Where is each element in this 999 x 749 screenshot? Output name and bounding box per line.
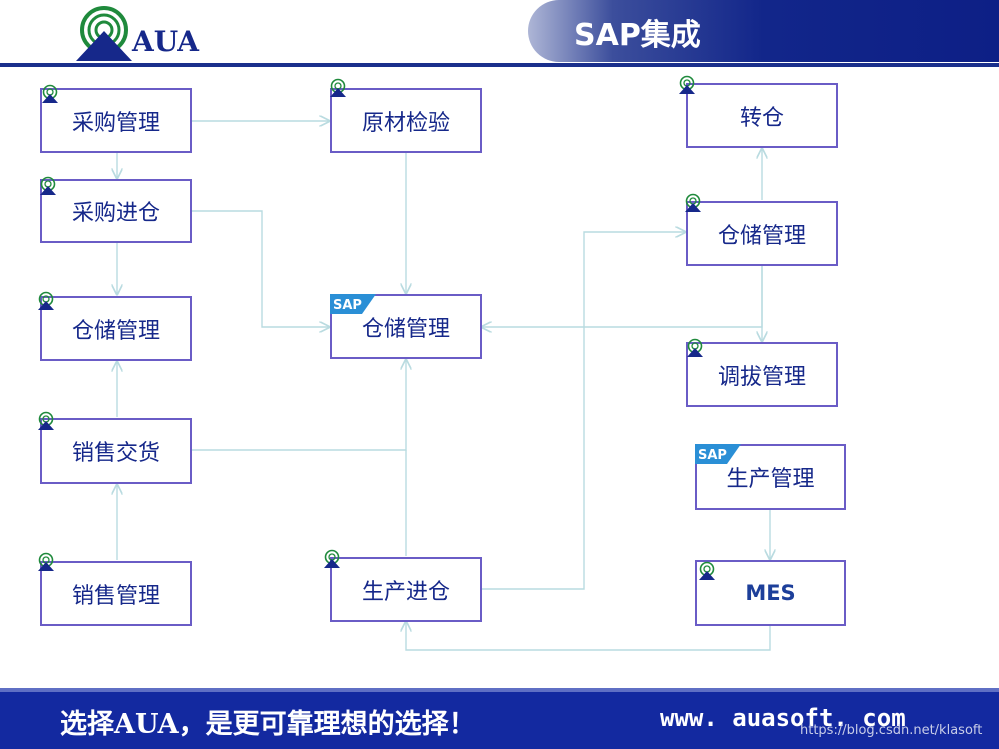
- edge-inbound-to-sap-warehouse: [192, 210, 329, 327]
- node-warehouse-mgmt-right: 仓储管理: [686, 201, 838, 266]
- edge-mes-to-production-inbound: [406, 622, 771, 651]
- aua-badge-icon: [324, 549, 340, 568]
- node-purchase-mgmt: 采购管理: [40, 88, 192, 153]
- aua-logo-icon: [76, 6, 132, 61]
- node-label: 销售交货: [71, 441, 160, 466]
- node-allocation-mgmt: 调拔管理: [686, 342, 838, 407]
- sap-logo-icon: SAP: [695, 444, 741, 464]
- edge-production-inbound-to-right-warehouse: [482, 232, 685, 590]
- aua-badge-icon: [699, 561, 715, 580]
- sap-badge-text: SAP: [698, 448, 727, 463]
- node-warehouse-mgmt-left: 仓储管理: [40, 296, 192, 361]
- aua-badge-icon: [38, 411, 54, 430]
- logo-text: AUA: [132, 25, 200, 58]
- sap-badge-text: SAP: [333, 298, 362, 313]
- node-label: 仓储管理: [717, 223, 806, 249]
- node-mes: MES: [695, 560, 846, 626]
- header-divider: [0, 63, 999, 67]
- watermark: https://blog.csdn.net/klasoft: [800, 723, 983, 738]
- sap-logo-icon: SAP: [330, 294, 376, 314]
- node-label: 仓储管理: [71, 318, 160, 344]
- node-raw-inspection: 原材检验: [330, 88, 482, 153]
- aua-badge-icon: [38, 552, 54, 571]
- node-production-inbound: 生产进仓: [330, 557, 482, 622]
- edge-delivery-to-sap-warehouse: [192, 360, 406, 451]
- node-label: 采购进仓: [71, 201, 160, 226]
- node-label: 采购管理: [71, 110, 160, 136]
- node-label: 转仓: [739, 105, 784, 131]
- edge-right-warehouse-to-sap-warehouse: [482, 265, 763, 327]
- node-label: 生产管理: [726, 467, 815, 492]
- aua-badge-icon: [679, 75, 695, 94]
- header: AUA SAP集成: [0, 0, 999, 67]
- footer-url[interactable]: www. auasoft. com: [660, 704, 906, 732]
- aua-logo: AUA: [70, 3, 200, 63]
- aua-badge-icon: [38, 291, 54, 310]
- footer-divider: [0, 688, 999, 692]
- aua-badge-icon: [40, 176, 56, 195]
- page-title: SAP集成: [574, 18, 701, 53]
- aua-badge-icon: [330, 78, 346, 97]
- node-label: 仓储管理: [361, 316, 450, 342]
- aua-badge-icon: [42, 84, 58, 103]
- node-label: 调拔管理: [717, 364, 806, 390]
- node-label: 原材检验: [361, 110, 450, 136]
- node-purchase-inbound: 采购进仓: [40, 179, 192, 243]
- aua-badge-icon: [685, 193, 701, 212]
- aua-badge-icon: [687, 338, 703, 357]
- node-label: 销售管理: [71, 583, 160, 609]
- node-label: 生产进仓: [361, 579, 450, 605]
- footer: [0, 688, 999, 749]
- node-transfer-warehouse: 转仓: [686, 83, 838, 148]
- node-label: MES: [745, 581, 796, 605]
- footer-slogan: 选择AUA，是更可靠理想的选择！: [60, 709, 476, 740]
- node-sales-mgmt: 销售管理: [40, 561, 192, 626]
- node-sales-delivery: 销售交货: [40, 418, 192, 484]
- title-bar: SAP集成: [528, 0, 999, 62]
